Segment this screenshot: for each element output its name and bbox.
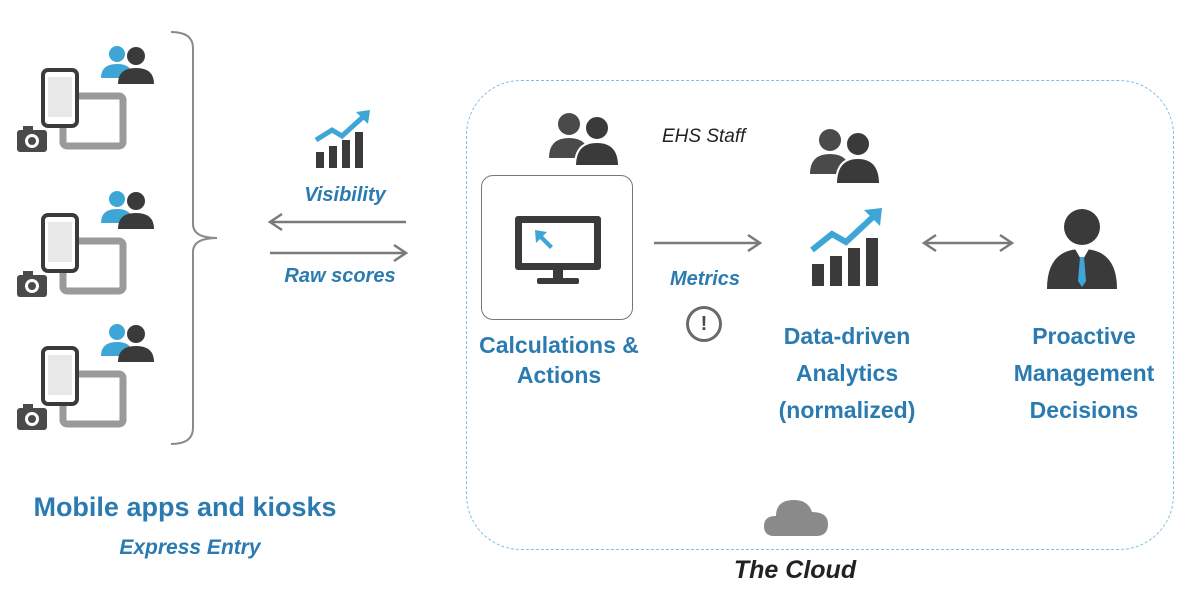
visibility-arrow-icon: [267, 212, 406, 232]
device-group-3: [15, 318, 155, 433]
device-group-2: [15, 185, 155, 300]
monitor-icon: [515, 216, 601, 284]
metrics-label: Metrics: [669, 268, 741, 290]
raw-scores-label: Raw scores: [284, 265, 396, 287]
analytics-chart-icon: [810, 208, 882, 286]
express-entry-subtitle: Express Entry: [119, 536, 261, 559]
brace-icon: [170, 31, 218, 445]
user-pair-icon: [101, 46, 154, 84]
staff-pair-icon: [549, 113, 621, 167]
analytics-label: Data-driven Analytics (normalized): [778, 323, 916, 423]
alert-symbol: !: [700, 313, 708, 335]
user-pair-icon: [101, 324, 154, 362]
metrics-arrow-icon: [654, 233, 763, 253]
alert-icon: !: [686, 306, 722, 342]
camera-icon: [17, 404, 47, 430]
the-cloud-label: The Cloud: [733, 556, 857, 584]
mobile-apps-title: Mobile apps and kiosks: [33, 492, 337, 522]
device-icons: [17, 46, 154, 152]
cloud-icon: [764, 500, 828, 536]
cloud-region: [466, 80, 1174, 550]
calculations-box: [481, 175, 633, 320]
calculations-label: Calculations & Actions: [479, 332, 639, 388]
device-icons: [17, 191, 154, 297]
ehs-staff-label: EHS Staff: [662, 126, 746, 147]
manager-icon: [1047, 209, 1117, 289]
trend-chart-icon: [314, 110, 370, 168]
raw-scores-arrow-icon: [270, 243, 409, 263]
device-icons: [17, 324, 154, 430]
camera-icon: [17, 271, 47, 297]
visibility-label: Visibility: [304, 184, 386, 206]
double-arrow-icon: [921, 233, 1015, 253]
phone-icon: [41, 68, 79, 128]
camera-icon: [17, 126, 47, 152]
device-group-1: [15, 40, 155, 155]
user-pair-icon: [101, 191, 154, 229]
decisions-label: Proactive Management Decisions: [1013, 323, 1155, 423]
analyst-pair-icon: [810, 129, 882, 185]
phone-icon: [41, 346, 79, 406]
phone-icon: [41, 213, 79, 273]
